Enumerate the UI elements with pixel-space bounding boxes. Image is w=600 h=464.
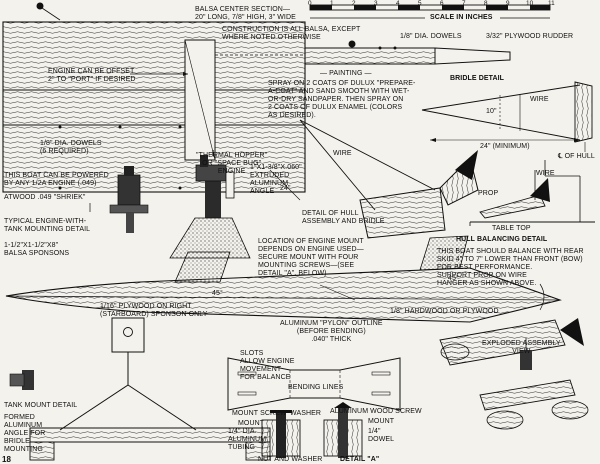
detail-a-title: DETAIL "A" — [340, 456, 380, 463]
hull-side-profile — [5, 235, 562, 323]
exploded-view-title: EXPLODED ASSEMBLY VIEW — [482, 340, 561, 355]
hull-assembly-drawing — [269, 119, 479, 239]
alu-wood-screw-label: ALUMINUM WOOD SCREW — [330, 408, 422, 415]
front-view-drawing — [9, 317, 271, 461]
table-top-label: TABLE TOP — [492, 225, 531, 232]
scale-tick-2: 2 — [352, 0, 356, 7]
spray-note: SPRAY ON 2 COATS OF DULUX "PREPARE- A-CO… — [268, 80, 416, 119]
hardwood-label: 1/8" HARDWOOD OR PLYWOOD — [390, 308, 499, 315]
atwood-engine-drawing — [109, 166, 149, 233]
angle-45-b: 45° — [212, 290, 223, 297]
angle-45-a: 45° — [448, 275, 459, 282]
plywood-rudder-label: 3/32" PLYWOOD RUDDER — [486, 33, 574, 40]
scale-tick-10: 10 — [526, 0, 534, 7]
typical-mount-label: TYPICAL ENGINE-WITH- TANK MOUNTING DETAI… — [4, 218, 91, 233]
hull-centerline-label: ℄ OF HULL — [558, 153, 595, 160]
engine-offset-note: ENGINE CAN BE OFFSET 2" TO "PORT" IF DES… — [48, 68, 136, 83]
page-number: 18 — [2, 455, 12, 464]
dowels-bottom-label: 1/8" DIA. DOWELS (6 REQUIRED) — [40, 140, 102, 155]
bridle-10in-label: 10" — [486, 108, 497, 115]
scale-tick-11: 11 — [548, 0, 555, 7]
scale-tick-5: 5 — [418, 0, 422, 7]
plywood-right-label: 1/16" PLYWOOD ON RIGHT (STARBOARD) SPONS… — [100, 303, 208, 318]
location-mount-note: LOCATION OF ENGINE MOUNT DEPENDS ON ENGI… — [258, 238, 364, 277]
bridle-wire-label: WIRE — [530, 96, 549, 103]
hull-balancing-drawing — [469, 160, 595, 226]
scale-tick-4: 4 — [396, 0, 400, 7]
scale-label: SCALE IN INCHES — [430, 14, 493, 21]
scale-tick-0: 0 — [308, 0, 312, 7]
engine-pylon-drawing — [169, 150, 251, 259]
scale-tick-1: 1 — [330, 0, 334, 7]
dowels-top-label: 1/8" DIA. DOWELS — [400, 33, 462, 40]
bridle-detail-title: BRIDLE DETAIL — [450, 75, 505, 82]
prop-label: PROP — [478, 190, 499, 197]
hull-wire-label: WIRE — [333, 150, 352, 157]
nut-washer-label: NUT AND WASHER — [258, 456, 323, 463]
scale-tick-9: 9 — [506, 0, 510, 7]
pylon-outline-drawing — [227, 357, 401, 411]
painting-heading: — PAINTING — — [320, 70, 372, 77]
construction-note: CONSTRUCTION IS ALL BALSA, EXCEPT WHERE … — [222, 26, 361, 41]
mount-a-label: MOUNT — [238, 420, 265, 427]
bridle-24in-label: 24" (MINIMUM) — [480, 143, 530, 150]
mount-b-label: MOUNT — [368, 418, 395, 425]
scale-tick-7: 7 — [462, 0, 466, 7]
extruded-angle-label: 1"X1-3/8"X.060" EXTRUDED ALUMINUM ANGLE — [250, 164, 302, 195]
balsa-center-note: BALSA CENTER SECTION— 20" LONG, 7/8" HIG… — [195, 6, 296, 21]
formed-angle-label: FORMED ALUMINUM ANGLE FOR BRIDLE MOUNTIN… — [4, 414, 46, 453]
detail-a-drawing — [261, 402, 363, 458]
pylon-outline-label: ALUMINUM "PYLON" OUTLINE (BEFORE BENDING… — [280, 320, 383, 343]
thermal-hopper-label: "THERMAL HOPPER" OR "SPACE BUG" ENGINE — [196, 152, 268, 175]
bending-lines-label: BENDING LINES — [288, 384, 344, 391]
powered-by-note: THIS BOAT CAN BE POWERED BY ANY 1/2A ENG… — [4, 172, 109, 187]
alu-tubing-label: 1/4" DIA. ALUMINUM TUBING — [228, 428, 267, 451]
atwood-label: ATWOOD .049 "SHRIEK" — [4, 194, 86, 201]
balance-wire-label: WIRE — [536, 170, 555, 177]
slots-note: SLOTS ALLOW ENGINE MOVEMENT FOR BALANCE — [240, 350, 295, 381]
tank-mount-title: TANK MOUNT DETAIL — [4, 402, 78, 409]
hull-top-view — [2, 2, 511, 212]
hull-assembly-title: DETAIL OF HULL ASSEMBLY AND BRIDLE — [302, 210, 385, 225]
scale-tick-8: 8 — [484, 0, 488, 7]
scale-tick-3: 3 — [374, 0, 378, 7]
balance-note: THIS BOAT SHOULD BALANCE WITH REAR SKID … — [437, 248, 584, 287]
bridle-detail-drawing — [421, 81, 593, 152]
exploded-assembly-drawing — [439, 318, 589, 430]
mount-screw-label: MOUNT SCREW — [232, 410, 287, 417]
sponsons-label: 1-1/2"X1-1/2"X8" BALSA SPONSONS — [4, 242, 70, 257]
scale-tick-6: 6 — [440, 0, 444, 7]
dowel-quarter-label: 1/4" DOWEL — [368, 428, 395, 443]
scale-bar — [309, 4, 551, 19]
hull-24in-label: 24" — [280, 185, 291, 192]
washer-label: WASHER — [290, 410, 322, 417]
hull-balancing-title: HULL BALANCING DETAIL — [456, 236, 548, 243]
